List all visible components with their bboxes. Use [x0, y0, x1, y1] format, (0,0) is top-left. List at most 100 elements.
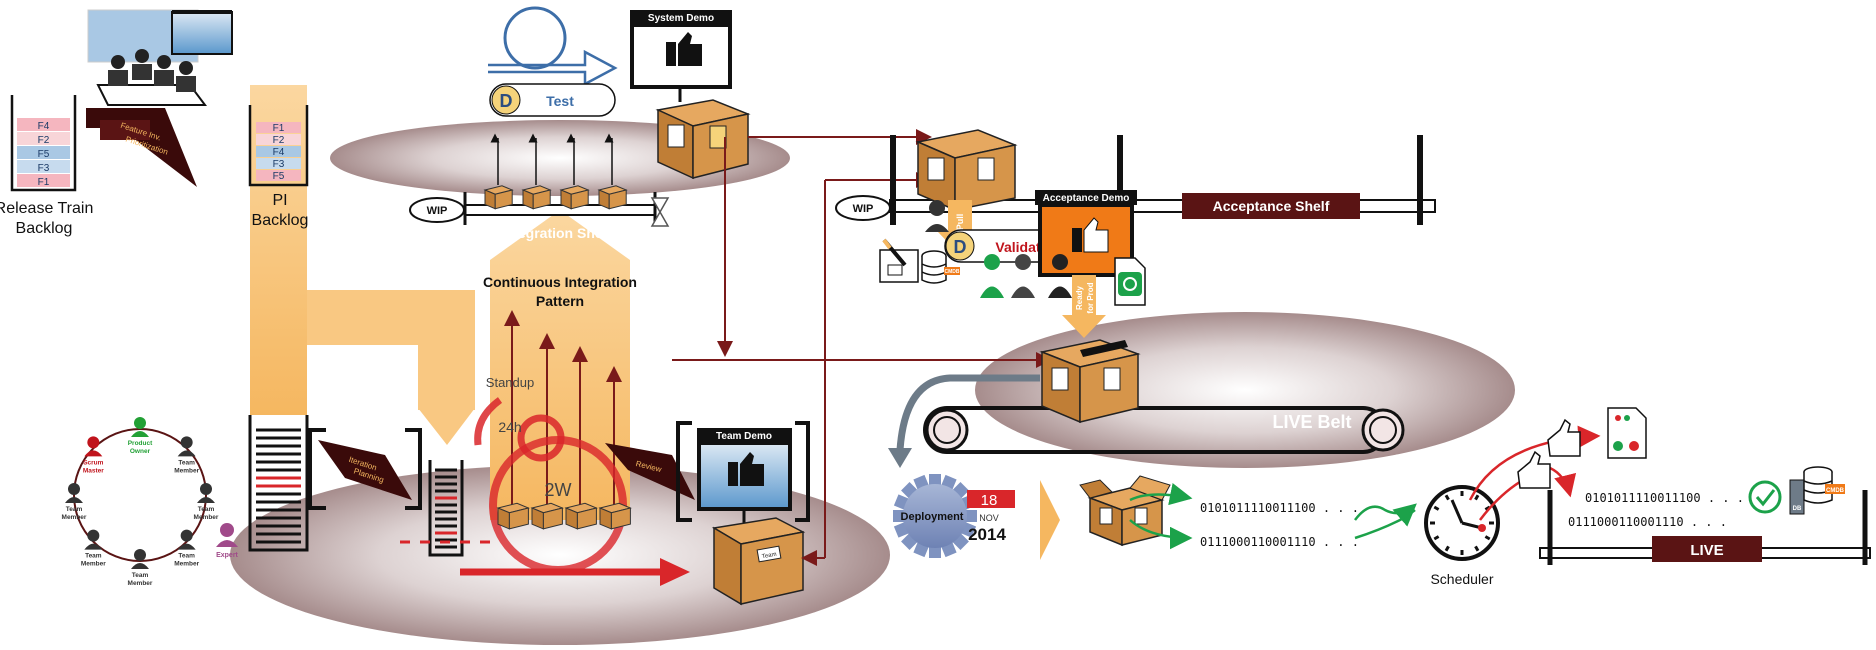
release-train-label-2: Backlog [16, 220, 73, 237]
feature-prioritization-banner: Feature Inv. Prioritization [86, 108, 197, 187]
acceptance-stakeholders [925, 200, 1072, 298]
svg-text:System Demo: System Demo [648, 13, 714, 24]
belt-return-arrow [888, 374, 1040, 468]
thumbs-up-icon [1517, 450, 1551, 489]
pi-feature-slot [256, 134, 301, 145]
svg-text:NOV: NOV [979, 513, 999, 523]
svg-text:18: 18 [981, 492, 998, 509]
planning-meeting-illustration [87, 9, 233, 106]
team-member-role: Team [178, 459, 195, 466]
svg-text:Ready: Ready [1075, 285, 1084, 310]
deployment-calendar: 18 NOV 2014 [967, 490, 1015, 544]
release-train-label-1: Release Train [0, 200, 93, 217]
pi-feature-label: F5 [273, 171, 285, 182]
svg-text:2014: 2014 [968, 525, 1006, 544]
acceptance-wip: WIP [853, 203, 874, 215]
ci-label-2: Pattern [536, 293, 584, 309]
binary-line-4: 0111000110001110 . . . [1568, 515, 1727, 529]
release_train-feature-label: F2 [38, 135, 50, 146]
live-belt: LIVE Belt [923, 406, 1405, 454]
svg-text:Team Demo: Team Demo [716, 431, 772, 442]
hourglass-icon [650, 197, 670, 227]
pi-feature-slot [256, 122, 301, 133]
sprint-items [496, 502, 632, 530]
pi-feature-label: F2 [273, 135, 285, 146]
thumbs-up-icon [728, 452, 764, 486]
team-package-box: Team [711, 517, 806, 606]
team-member-avatar [200, 483, 212, 495]
svg-text:Pull: Pull [955, 214, 965, 231]
pi-feature-slot [256, 170, 301, 181]
live-label: LIVE [1690, 542, 1723, 559]
team-member-avatar [180, 529, 193, 542]
day-label: 24h [498, 419, 521, 435]
system-demo-box [655, 99, 751, 180]
team-member-role: Team [85, 553, 102, 560]
live-belt-label: LIVE Belt [1272, 412, 1351, 432]
team-member-role: Scrum [83, 459, 103, 466]
pi-feature-label: F1 [273, 123, 285, 134]
team-member-avatar [134, 417, 146, 429]
team-member-role: Team [178, 553, 195, 560]
ci-label-1: Continuous Integration [483, 274, 637, 290]
release_train-feature-slot [17, 174, 70, 187]
team-member-role: Team [198, 506, 215, 513]
expert: Expert [216, 523, 239, 559]
team-member-role: Member [81, 561, 106, 568]
acceptance-box [915, 129, 1018, 212]
binary-line-3: 0101011110011100 . . . [1585, 491, 1744, 505]
team-member-avatar [180, 436, 193, 449]
test-label: Test [546, 93, 574, 109]
pi-feature-label: F3 [273, 159, 285, 170]
test-loop: D Test [488, 6, 618, 117]
team-member-avatar [68, 483, 80, 495]
release_train-feature-slot [17, 160, 70, 173]
acceptance-shelf-label: Acceptance Shelf [1213, 198, 1330, 214]
pi-backlog [248, 105, 309, 187]
team-member-role: Product [128, 440, 153, 447]
live-shelf: LIVE [1539, 490, 1871, 565]
release_train-feature-label: F4 [38, 121, 50, 132]
pi-feature-label: F4 [273, 147, 285, 158]
team-member-role: Member [174, 467, 199, 474]
svg-text:CMDB: CMDB [945, 269, 960, 275]
release_train-feature-slot [17, 132, 70, 145]
pi-label-1: PI [272, 192, 287, 209]
team-member-role: Team [66, 506, 83, 513]
scheduler-clock-icon [1424, 485, 1500, 561]
agile-team: ProductOwnerTeamMemberTeamMemberTeamMemb… [62, 417, 219, 587]
release_train-feature-slot [17, 118, 70, 131]
pi-ladder [248, 415, 309, 552]
release_train-feature-label: F5 [38, 149, 50, 160]
svg-text:Expert: Expert [216, 552, 238, 559]
iteration-planning-bracket: Iteration Planning [308, 428, 422, 510]
thumbs-up-icon [1547, 418, 1581, 457]
team-member-role: Member [128, 580, 153, 587]
integration-shelf-label: Integration Shelf [501, 225, 612, 241]
team-member-role: Master [83, 467, 104, 474]
team-member-avatar [87, 436, 100, 449]
svg-text:Deployment: Deployment [901, 511, 964, 523]
scheduler-label: Scheduler [1430, 571, 1493, 587]
release_train-feature-label: F3 [38, 163, 50, 174]
integration-shelf-items [483, 133, 628, 210]
release_train-feature-slot [17, 146, 70, 159]
team-member-role: Member [194, 514, 219, 521]
team-member-role: Member [174, 561, 199, 568]
system-demo: System Demo [630, 10, 732, 102]
svg-text:Team: Team [762, 552, 777, 560]
svg-text:Acceptance Demo: Acceptance Demo [1043, 193, 1130, 204]
thumbs-up-icon [1072, 217, 1109, 253]
ci-arrows [504, 310, 622, 515]
check-circle-icon [1748, 480, 1782, 514]
release_train-feature-label: F1 [38, 177, 50, 188]
iteration-label: 2W [545, 480, 572, 500]
ready-for-prod-arrow: Ready for Prod [1062, 275, 1106, 338]
standup-label: Standup [486, 375, 534, 390]
pi-feature-slot [256, 146, 301, 157]
team-member-avatar [87, 529, 100, 542]
team-member-role: Member [62, 514, 87, 521]
